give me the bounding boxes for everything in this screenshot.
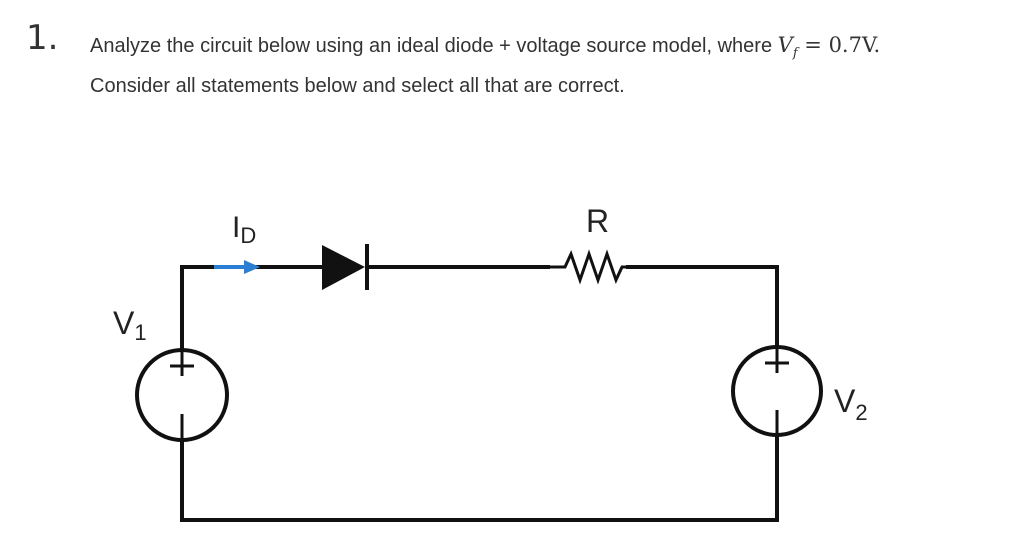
question-line-1: Analyze the circuit below using an ideal… xyxy=(90,29,990,70)
current-arrow xyxy=(214,260,260,274)
question-line-1-text: Analyze the circuit below using an ideal… xyxy=(90,35,773,57)
question-number: 1. xyxy=(26,18,59,58)
source-v1-label-sub: 1 xyxy=(134,320,146,345)
source-v1 xyxy=(135,348,229,442)
resistor-symbol xyxy=(548,249,628,285)
diode-symbol xyxy=(322,244,369,290)
source-v1-label-main: V xyxy=(113,305,135,341)
source-v1-label: V1 xyxy=(113,305,147,345)
vf-formula: Vf = 0.7V. xyxy=(777,33,881,61)
vf-value: = 0.7V. xyxy=(797,33,881,57)
source-v2-label: V2 xyxy=(834,383,868,425)
source-v2 xyxy=(731,345,823,437)
resistor-label: R xyxy=(586,203,609,239)
vf-symbol: V xyxy=(777,33,793,57)
wires xyxy=(180,265,779,522)
question-line-2: Consider all statements below and select… xyxy=(90,75,625,98)
current-label-main: I xyxy=(232,211,240,244)
source-v2-label-main: V xyxy=(834,383,856,419)
current-label-sub: D xyxy=(240,223,256,248)
vf-subscript: f xyxy=(792,46,798,62)
current-label: ID xyxy=(232,211,256,248)
source-v2-label-sub: 2 xyxy=(855,400,867,425)
question-text: Analyze the circuit below using an ideal… xyxy=(90,29,990,102)
